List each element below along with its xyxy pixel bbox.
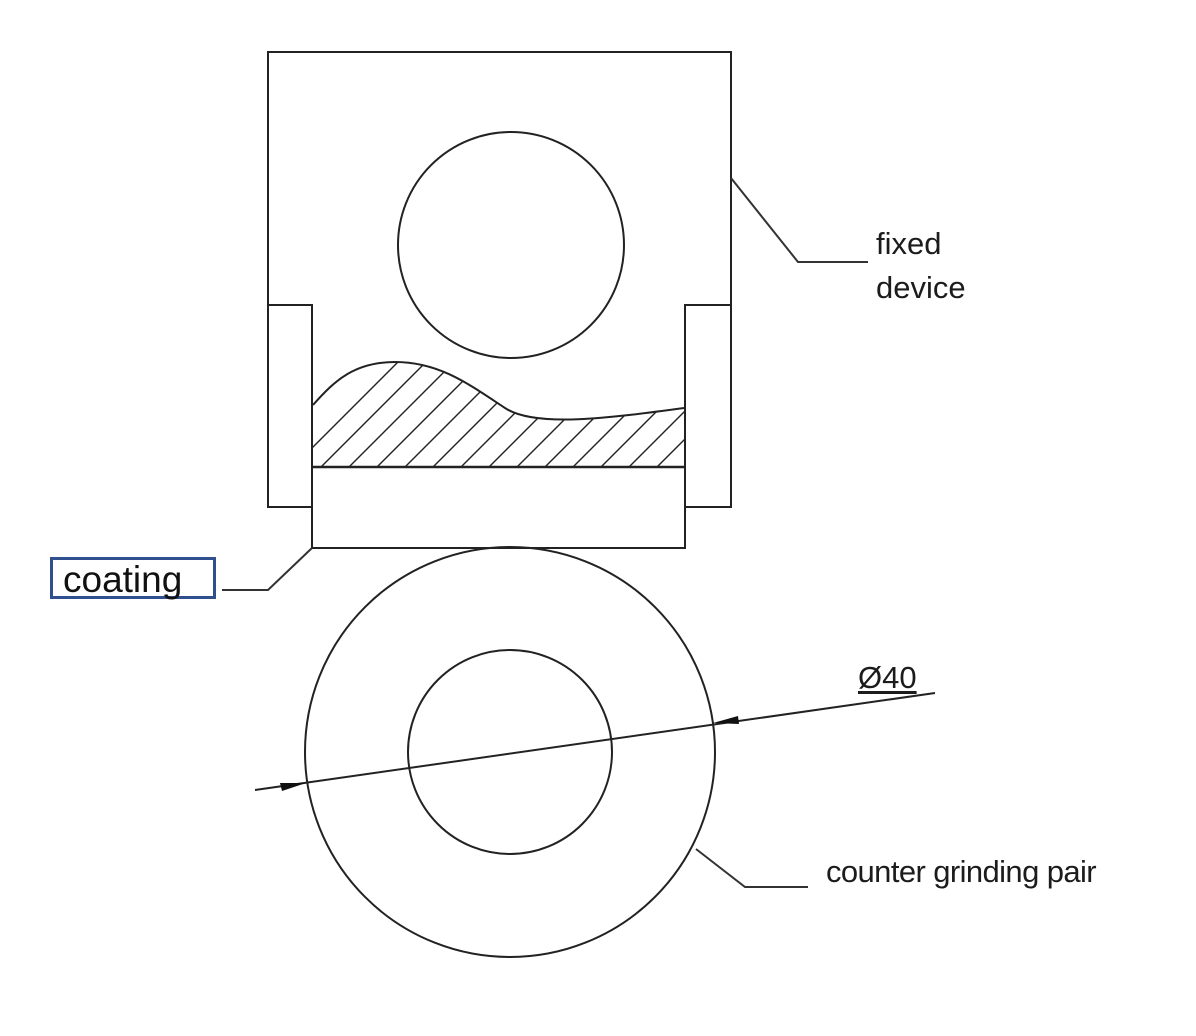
coating-wave-outline [312,360,685,421]
fixed-device-label-line2: device [876,270,966,305]
fixed-device-label: fixed device [876,222,966,310]
coating-leader [222,547,313,591]
fixed-device-label-line1: fixed [876,226,942,261]
right-side-block [684,304,732,508]
outer-ring [304,546,716,958]
fixed-device-housing [267,51,732,507]
arrowhead-left-icon [280,783,306,791]
fixed-device-leader [730,177,868,263]
counter-grinding-leader [695,848,808,888]
inner-bore [407,649,613,855]
fixed-device [267,51,732,508]
coating-label-box[interactable]: coating [50,557,216,600]
diameter-label: Ø40 [858,660,917,695]
upper-shaft-circle [397,131,625,359]
diameter-dimension [254,692,936,791]
counter-grinding-pair-label: counter grinding pair [826,854,1097,889]
arrowhead-right-icon [713,716,739,724]
coating-layer [311,305,686,549]
counter-grinding-pair [304,546,716,958]
left-side-block [267,304,313,508]
leader-lines [222,177,868,888]
coating-slab [311,305,686,549]
